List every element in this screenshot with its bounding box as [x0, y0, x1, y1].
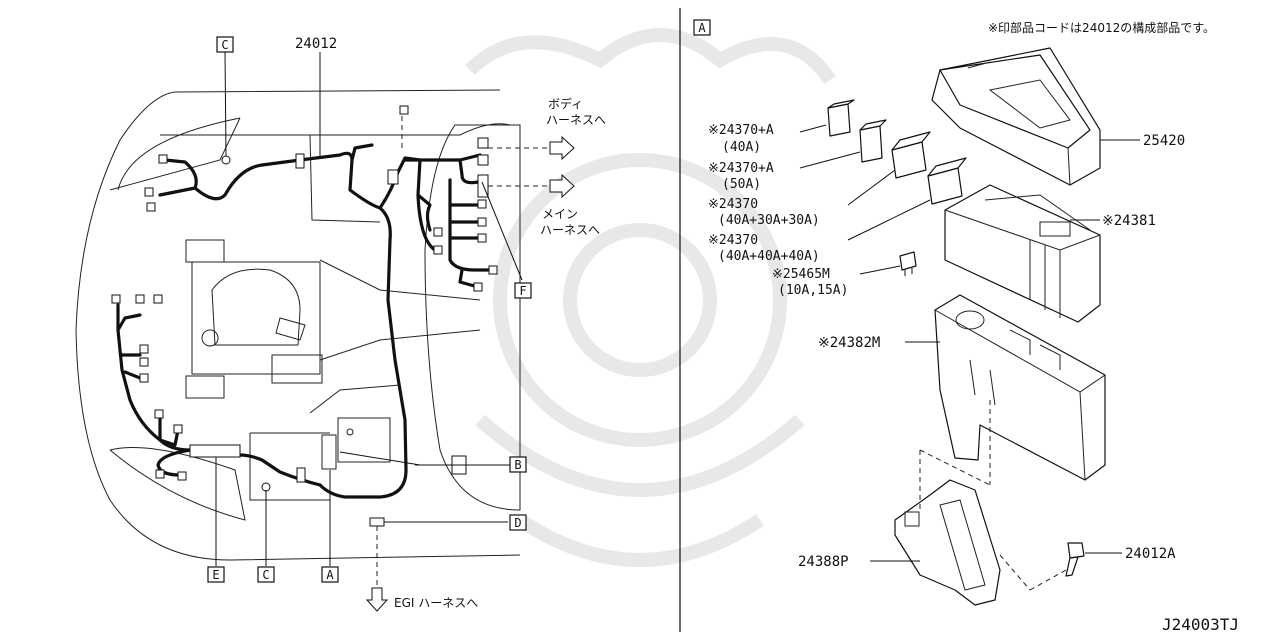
harness-clips [189, 153, 306, 483]
arrow-right-icon [549, 135, 575, 161]
svg-text:F: F [519, 284, 526, 298]
body-harness-label-1: ボディ [548, 96, 583, 111]
svg-text:A: A [698, 21, 706, 35]
fusible-link-block-3-a [891, 131, 931, 179]
part-spec-40a: (40A) [722, 140, 761, 155]
watermark-emblem [465, 28, 836, 567]
ref-box-f: F [514, 282, 532, 299]
fusible-link-block-3-b [927, 157, 967, 205]
svg-text:C: C [262, 568, 269, 582]
part-code-24370-1: ※24370 [708, 197, 758, 212]
part-spec-10-15a: (10A,15A) [778, 283, 848, 298]
part-code-24370a-40a: ※24370+A [708, 123, 774, 138]
ref-box-c-top: C [216, 36, 234, 53]
diagram-code: J24003TJ [1162, 615, 1239, 634]
part-code-24370a-50a: ※24370+A [708, 161, 774, 176]
part-spec-50a: (50A) [722, 177, 761, 192]
body-harness-label-2: ハーネスへ [546, 113, 606, 127]
svg-text:E: E [212, 568, 219, 582]
fuse-block [944, 184, 1101, 323]
fusible-link-50a [859, 119, 887, 163]
egi-harness-label: EGI ハーネスへ [394, 596, 478, 610]
ref-box-b: B [509, 456, 527, 473]
part-code-25465m: ※25465M [772, 267, 830, 282]
part-number-24012a: 24012A [1125, 546, 1176, 562]
main-harness-label-2: ハーネスへ [540, 223, 600, 237]
right-leader-lines [799, 124, 1140, 591]
component-note: ※印部品コードは24012の構成部品です。 [988, 20, 1215, 35]
part-number-24382m: ※24382M [818, 335, 880, 351]
main-harness-label-1: メイン [542, 207, 578, 221]
part-number-24381: ※24381 [1102, 213, 1156, 229]
mini-fuse [899, 251, 917, 276]
ref-box-c-bottom: C [257, 566, 275, 583]
arrow-down-icon [365, 587, 389, 612]
ref-box-a-bottom: A [321, 566, 339, 583]
connectors [111, 105, 498, 527]
wiring-harness [116, 143, 492, 499]
ref-box-d: D [509, 514, 527, 531]
fuse-box-lower-case [934, 294, 1106, 481]
part-number-24012: 24012 [295, 36, 337, 52]
leader-lines [215, 51, 548, 590]
arrow-right-icon [549, 173, 575, 199]
fusible-link-40a [827, 99, 855, 137]
svg-text:D: D [514, 516, 521, 530]
ref-box-a-panel: A [693, 19, 711, 36]
part-code-24370-2: ※24370 [708, 233, 758, 248]
arrow-icons [365, 135, 575, 612]
ref-box-e: E [207, 566, 225, 583]
part-number-25420: 25420 [1143, 133, 1185, 149]
part-spec-40-30-30: (40A+30A+30A) [718, 213, 820, 228]
svg-text:C: C [221, 38, 228, 52]
part-spec-40-40-40: (40A+40A+40A) [718, 249, 820, 264]
svg-text:B: B [514, 458, 521, 472]
part-number-24388p: 24388P [798, 554, 849, 570]
mounting-bracket [894, 479, 1001, 606]
bolt [1065, 542, 1085, 577]
svg-text:A: A [326, 568, 334, 582]
fuse-box-cover [931, 47, 1101, 186]
harness-protector [189, 444, 241, 458]
engine-block [185, 239, 323, 399]
